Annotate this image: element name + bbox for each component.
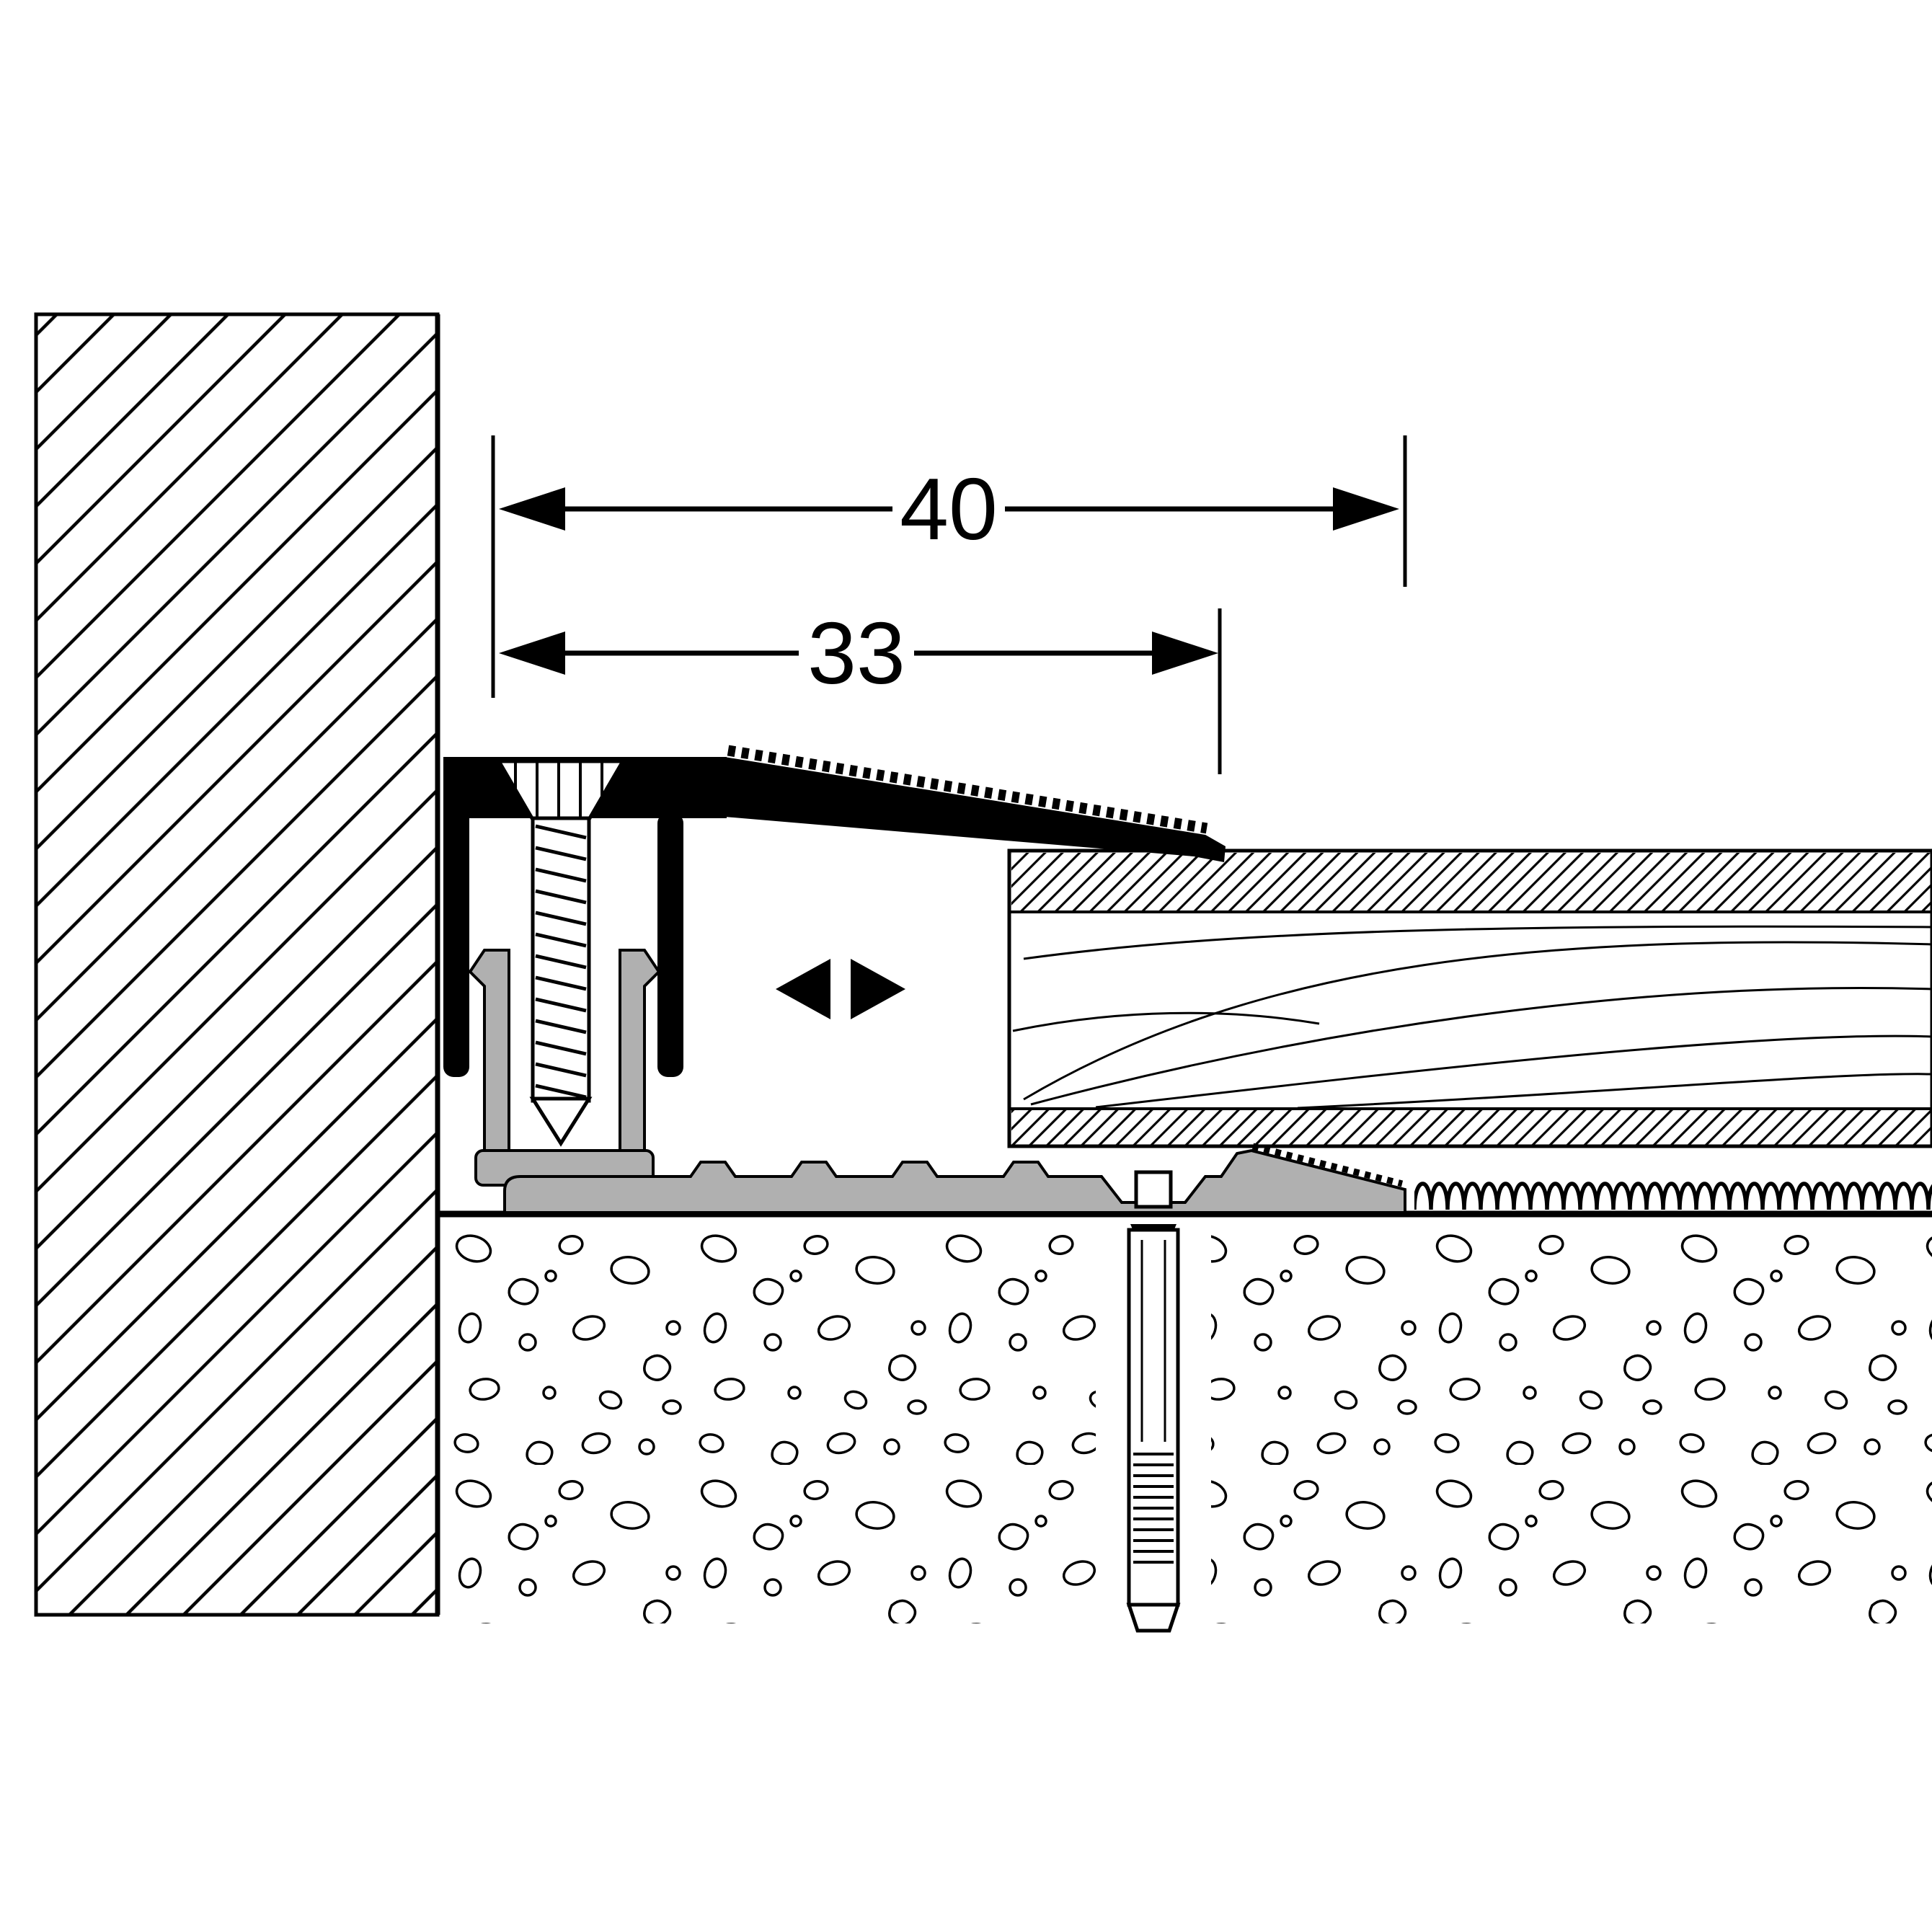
wall-hatch: [36, 314, 438, 1615]
dim-40-arrowhead-left-icon: [499, 487, 565, 531]
anchor-sleeve-left-arm: [468, 949, 510, 1184]
backing-hatch: [1011, 1110, 1932, 1145]
dowel-tip: [1126, 1603, 1181, 1633]
dowel-ribs: [1133, 1449, 1174, 1564]
dim-33-arrowhead-right-icon: [1152, 632, 1218, 675]
screw-threads: [533, 822, 589, 1099]
underlay-foam: [1414, 1168, 1932, 1213]
wall-section: [34, 312, 440, 1617]
base-profile: [468, 949, 1406, 1214]
ramp-knurling: [727, 745, 1208, 834]
base-profile-plate: [503, 1148, 1406, 1214]
floor-covering: [1007, 848, 1932, 1148]
expansion-dowel-assembly: [1126, 1170, 1181, 1633]
wood-grain: [1012, 925, 1932, 1109]
screed-concrete: [441, 1218, 1932, 1651]
wear-layer-hatch: [1011, 853, 1932, 910]
edge-profile-ramp: [724, 757, 1226, 862]
dimension-40-label: 40: [900, 460, 998, 558]
adjust-left-arrow-icon: [776, 959, 830, 1019]
profile-leg-inner: [657, 813, 683, 1077]
dimension-40: 40: [491, 435, 1407, 698]
adjust-right-arrow-icon: [851, 959, 905, 1019]
base-wedge-serration: [1251, 1143, 1404, 1187]
base-screw-head: [1134, 1170, 1173, 1209]
screw-point: [529, 1096, 593, 1147]
dim-40-arrowhead-right-icon: [1333, 487, 1399, 531]
dim-33-arrowhead-left-icon: [499, 632, 565, 675]
profile-leg-outer: [443, 757, 469, 1077]
adjustability-arrows: [776, 959, 905, 1019]
dimension-33-label: 33: [807, 604, 905, 702]
dimension-33: 33: [499, 604, 1222, 774]
fixing-screw: [495, 759, 626, 1147]
anchor-sleeve-right-arm: [619, 949, 661, 1184]
